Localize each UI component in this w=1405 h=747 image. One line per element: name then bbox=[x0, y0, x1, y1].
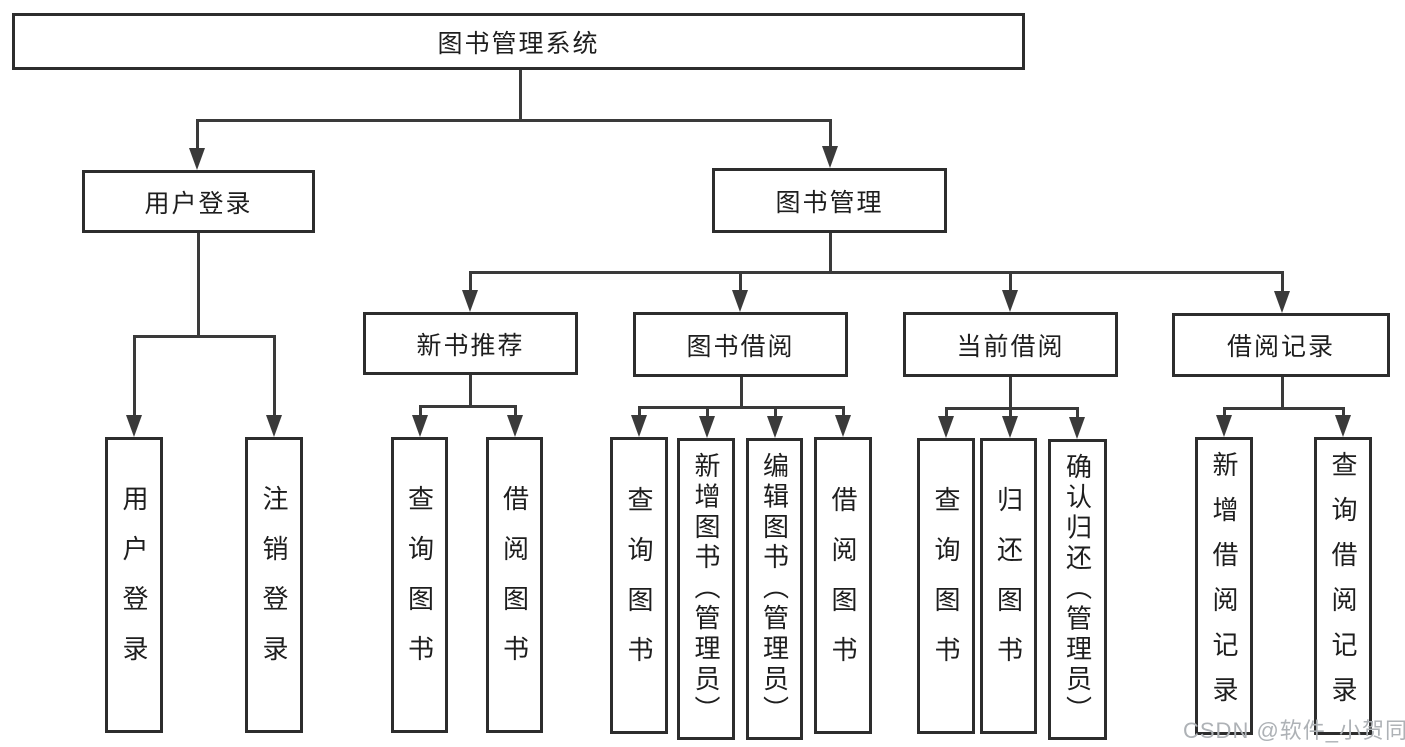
arrow-down-icon bbox=[938, 416, 954, 438]
connector-line bbox=[841, 409, 845, 415]
node-label-new-book-recommend: 新书推荐 bbox=[416, 331, 525, 360]
arrow-down-icon bbox=[1002, 290, 1018, 312]
node-label-root: 图书管理系统 bbox=[437, 29, 600, 58]
node-book-management: 图书管理 bbox=[712, 168, 947, 233]
node-label-leaf-add-books-admin: 新增图书（管理员） bbox=[691, 452, 721, 726]
node-user-login: 用户登录 bbox=[82, 170, 315, 233]
connector-line bbox=[1008, 410, 1012, 416]
arrow-down-icon bbox=[1002, 416, 1018, 438]
connector-line bbox=[418, 408, 422, 415]
connector-line bbox=[518, 68, 522, 122]
arrow-down-icon bbox=[266, 415, 282, 437]
arrow-down-icon bbox=[412, 415, 428, 437]
connector-line bbox=[828, 122, 832, 146]
node-new-book-recommend: 新书推荐 bbox=[363, 312, 578, 375]
connector-line bbox=[196, 233, 200, 338]
node-root: 图书管理系统 bbox=[12, 13, 1025, 70]
arrow-down-icon bbox=[1274, 291, 1290, 313]
node-leaf-borrow-books-recommend: 借阅图书 bbox=[486, 437, 543, 733]
arrow-down-icon bbox=[699, 416, 715, 438]
node-leaf-query-books-current: 查询图书 bbox=[917, 438, 975, 734]
node-label-leaf-query-books-borrowing: 查询图书 bbox=[624, 485, 654, 686]
connector-line bbox=[773, 409, 777, 416]
node-label-leaf-return-books: 归还图书 bbox=[993, 486, 1024, 686]
arrow-down-icon bbox=[462, 290, 478, 312]
node-borrowing-records: 借阅记录 bbox=[1172, 313, 1390, 377]
connector-line bbox=[738, 274, 742, 290]
arrow-down-icon bbox=[732, 290, 748, 312]
connector-line bbox=[1280, 274, 1284, 291]
arrow-down-icon bbox=[1069, 417, 1085, 439]
arrow-down-icon bbox=[1335, 415, 1351, 437]
node-leaf-borrow-books-borrowing: 借阅图书 bbox=[814, 437, 872, 734]
node-label-leaf-query-borrow-record: 查询借阅记录 bbox=[1328, 451, 1358, 721]
node-current-borrowing: 当前借阅 bbox=[903, 312, 1118, 377]
connector-line bbox=[468, 274, 472, 290]
node-label-leaf-edit-books-admin: 编辑图书（管理员） bbox=[759, 452, 790, 726]
arrow-down-icon bbox=[767, 416, 783, 438]
connector-line bbox=[1222, 407, 1345, 410]
node-label-book-borrowing: 图书借阅 bbox=[686, 332, 795, 361]
connector-line bbox=[418, 405, 517, 408]
node-leaf-query-borrow-record: 查询借阅记录 bbox=[1314, 437, 1372, 735]
node-label-leaf-borrow-books-recommend: 借阅图书 bbox=[499, 485, 530, 685]
connector-line bbox=[1222, 410, 1226, 415]
connector-line bbox=[1280, 377, 1284, 410]
arrow-down-icon bbox=[189, 148, 205, 170]
node-leaf-user-login: 用户登录 bbox=[105, 437, 163, 733]
connector-line bbox=[705, 409, 709, 416]
node-leaf-query-books-borrowing: 查询图书 bbox=[610, 437, 668, 734]
node-leaf-confirm-return-admin: 确认归还（管理员） bbox=[1048, 439, 1107, 740]
node-leaf-return-books: 归还图书 bbox=[980, 438, 1037, 734]
connector-line bbox=[132, 335, 276, 338]
connector-line bbox=[739, 377, 743, 409]
connector-line bbox=[828, 233, 832, 274]
connector-line bbox=[195, 119, 832, 122]
node-label-leaf-logout: 注销登录 bbox=[259, 485, 289, 685]
connector-line bbox=[944, 410, 948, 416]
node-label-user-login: 用户登录 bbox=[144, 189, 253, 218]
arrow-down-icon bbox=[507, 415, 523, 437]
node-label-book-management: 图书管理 bbox=[775, 188, 884, 217]
connector-line bbox=[1341, 410, 1345, 415]
node-label-leaf-confirm-return-admin: 确认归还（管理员） bbox=[1062, 453, 1093, 726]
connector-line bbox=[1008, 274, 1012, 290]
node-label-leaf-query-books-current: 查询图书 bbox=[931, 486, 961, 686]
node-leaf-logout: 注销登录 bbox=[245, 437, 303, 733]
connector-line bbox=[468, 271, 1284, 274]
node-label-current-borrowing: 当前借阅 bbox=[956, 332, 1065, 361]
connector-line bbox=[1008, 377, 1012, 410]
arrow-down-icon bbox=[631, 415, 647, 437]
node-label-leaf-query-books-recommend: 查询图书 bbox=[404, 485, 435, 685]
csdn-watermark: CSDN @软件_小贺同学 bbox=[1183, 718, 1405, 743]
arrow-down-icon bbox=[126, 415, 142, 437]
connector-line bbox=[637, 409, 641, 415]
node-label-leaf-user-login: 用户登录 bbox=[119, 485, 149, 685]
node-label-leaf-borrow-books-borrowing: 借阅图书 bbox=[828, 485, 858, 686]
node-leaf-query-books-recommend: 查询图书 bbox=[391, 437, 448, 733]
node-book-borrowing: 图书借阅 bbox=[633, 312, 848, 377]
arrow-down-icon bbox=[822, 146, 838, 168]
connector-line bbox=[513, 408, 517, 415]
node-leaf-add-borrow-record: 新增借阅记录 bbox=[1195, 437, 1253, 735]
arrow-down-icon bbox=[835, 415, 851, 437]
connector-line bbox=[132, 338, 136, 415]
arrow-down-icon bbox=[1216, 415, 1232, 437]
connector-line bbox=[944, 407, 1079, 410]
connector-line bbox=[468, 375, 472, 408]
connector-line bbox=[195, 122, 199, 148]
node-label-borrowing-records: 借阅记录 bbox=[1226, 333, 1335, 361]
node-label-leaf-add-borrow-record: 新增借阅记录 bbox=[1209, 451, 1239, 721]
node-leaf-add-books-admin: 新增图书（管理员） bbox=[677, 438, 735, 740]
connector-line bbox=[637, 406, 845, 409]
connector-line bbox=[272, 338, 276, 415]
connector-line bbox=[1075, 410, 1079, 417]
node-leaf-edit-books-admin: 编辑图书（管理员） bbox=[746, 438, 803, 740]
